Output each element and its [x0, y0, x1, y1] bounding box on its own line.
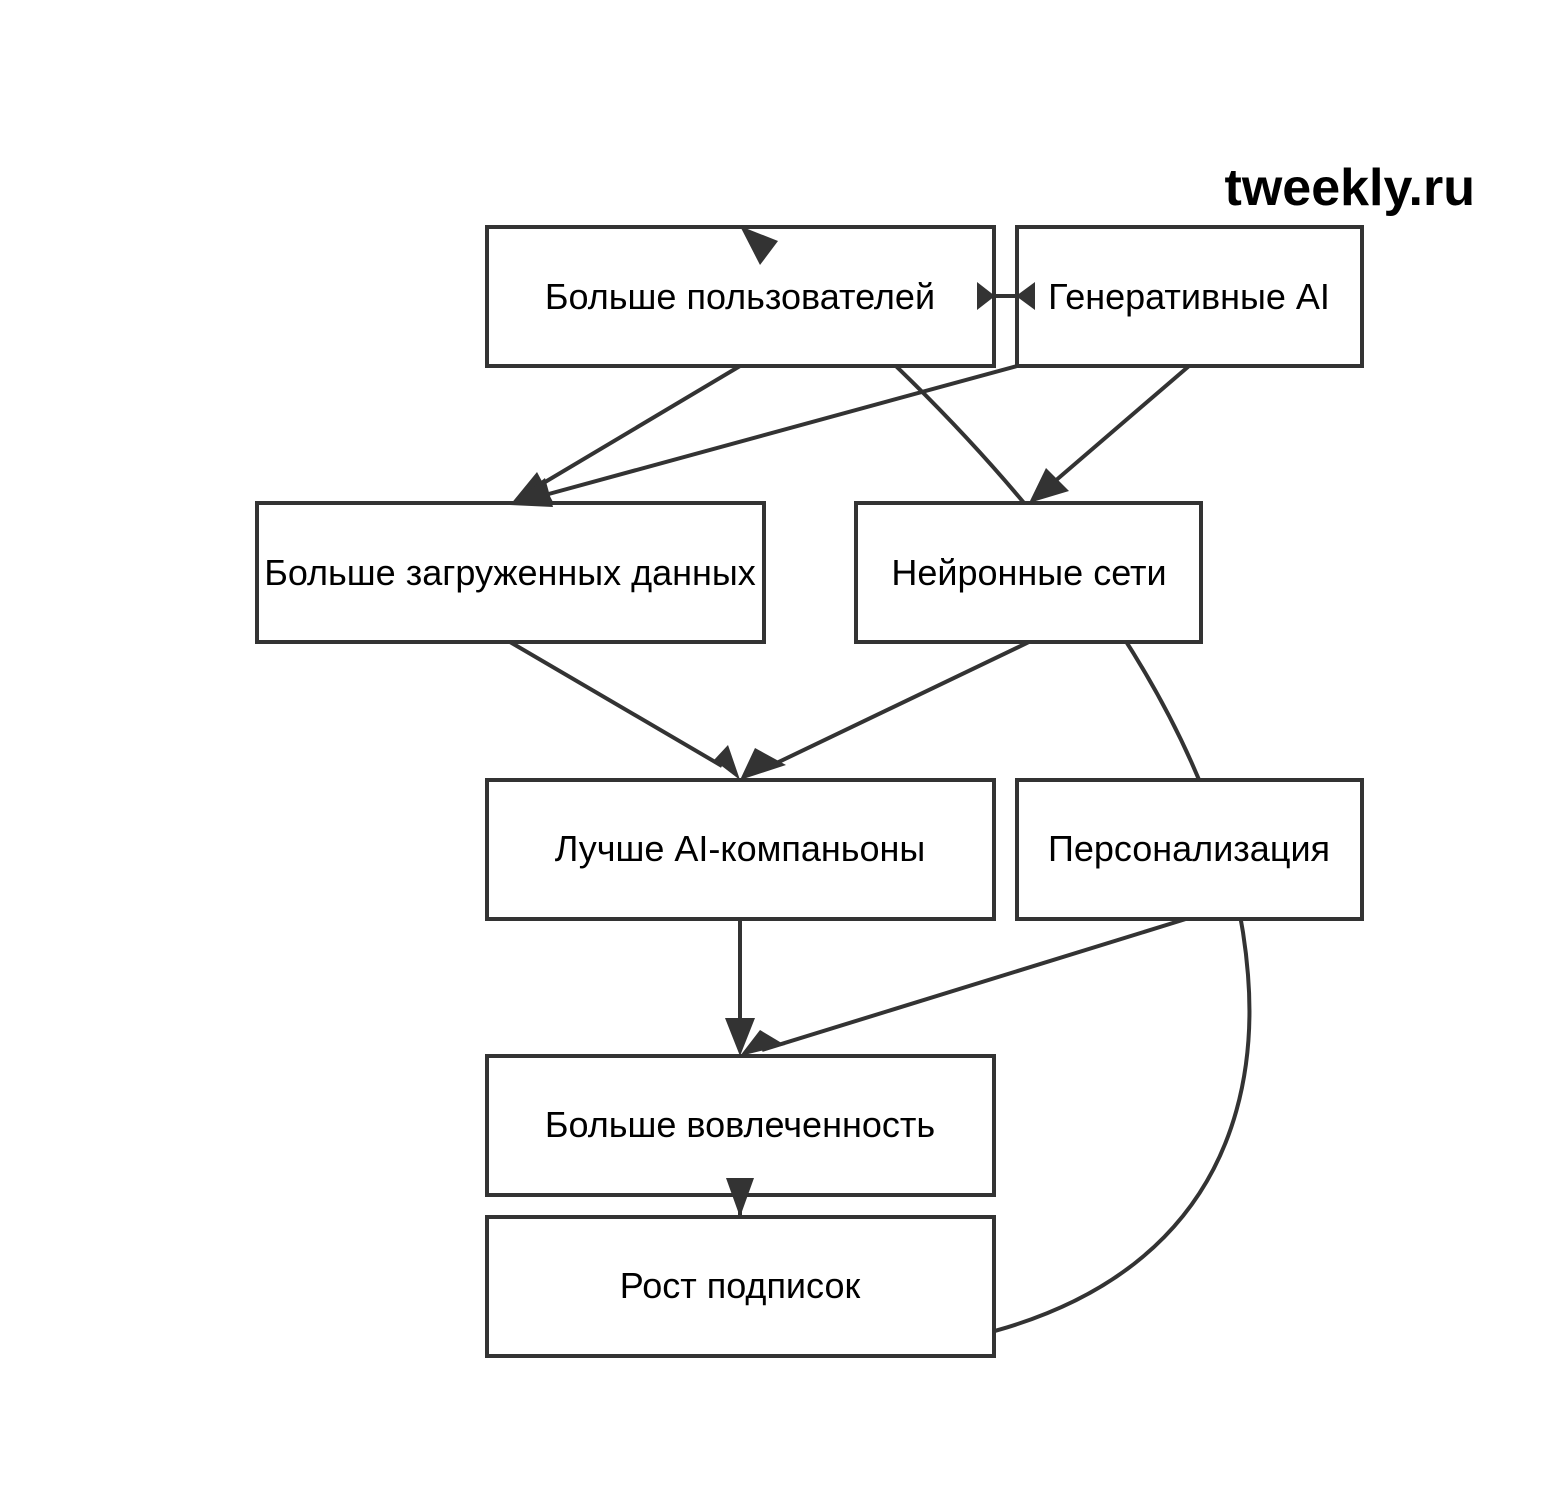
node-label: Нейронные сети [891, 552, 1166, 593]
node-label: Рост подписок [620, 1265, 861, 1306]
edge-more-data-to-better-companions [508, 640, 724, 768]
arrowhead-more-data-to-better-companions [714, 745, 740, 780]
node-box [485, 1054, 996, 1197]
node-label: Лучше AI-компаньоны [555, 828, 926, 869]
node-box [854, 501, 1203, 644]
arrowhead-neural-nets-to-better-companions [740, 748, 786, 780]
node-box [485, 778, 996, 921]
node-label: Больше вовлеченность [545, 1104, 935, 1145]
arrowhead-more-engagement-to-subscription-growth [726, 1178, 754, 1217]
node-label: Генеративные AI [1048, 276, 1330, 317]
arrowhead-subscription-growth-to-more-users [740, 226, 778, 265]
node-better-companions[interactable]: Лучше AI-компаньоны [485, 778, 996, 921]
node-box [255, 501, 766, 644]
edge-generative-ai-to-neural-nets [1045, 364, 1191, 490]
node-generative-ai[interactable]: Генеративные AI [1015, 225, 1364, 368]
arrowhead-generative-ai-to-more-data [510, 478, 553, 507]
edges [508, 243, 1252, 1358]
edge-generative-ai-to-more-data [544, 364, 1018, 497]
arrowheads [510, 226, 1069, 1217]
node-box [1015, 778, 1364, 921]
node-more-data[interactable]: Больше загруженных данных [255, 501, 766, 644]
arrowhead-generative-ai-to-more-users [977, 282, 995, 310]
edge-personalization-to-more-engagement [761, 916, 1190, 1052]
watermark-logo-text: tweekly.ru [1225, 159, 1475, 217]
edge-neural-nets-to-better-companions [761, 640, 1030, 772]
edge-more-users-to-more-data [528, 364, 742, 493]
node-box [485, 1215, 996, 1358]
arrowhead-personalization-to-more-engagement [740, 1030, 785, 1056]
node-personalization[interactable]: Персонализация [1015, 778, 1364, 921]
node-label: Персонализация [1048, 828, 1330, 869]
node-subscription-growth[interactable]: Рост подписок [485, 1215, 996, 1358]
node-neural-nets[interactable]: Нейронные сети [854, 501, 1203, 644]
arrowhead-better-companions-to-more-engagement [725, 1018, 755, 1056]
node-more-users[interactable]: Больше пользователей [485, 225, 996, 368]
edge-subscription-growth-to-more-users [739, 243, 1252, 1358]
node-more-engagement[interactable]: Больше вовлеченность [485, 1054, 996, 1197]
arrowhead-generative-ai-to-more-users-tail [1016, 282, 1035, 310]
arrowhead-generative-ai-to-neural-nets [1029, 468, 1069, 503]
node-label: Больше загруженных данных [264, 552, 756, 593]
node-label: Больше пользователей [545, 276, 935, 317]
